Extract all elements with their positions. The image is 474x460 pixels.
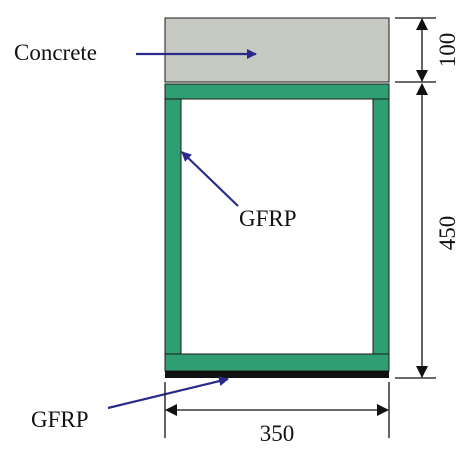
width-value: 350 xyxy=(260,421,295,446)
web-height-value: 450 xyxy=(435,216,460,251)
box-hollow xyxy=(180,98,374,355)
concrete-slab xyxy=(164,17,390,83)
gfrp-side-label: GFRP xyxy=(239,206,297,231)
gfrp-bottom-arrow xyxy=(107,376,229,410)
gfrp-side-arrow xyxy=(181,151,239,207)
slab-thickness-value: 100 xyxy=(435,33,460,68)
concrete-label: Concrete xyxy=(14,40,97,65)
gfrp-bottom-label: GFRP xyxy=(31,407,89,432)
bottom-gfrp-plate xyxy=(165,371,389,378)
